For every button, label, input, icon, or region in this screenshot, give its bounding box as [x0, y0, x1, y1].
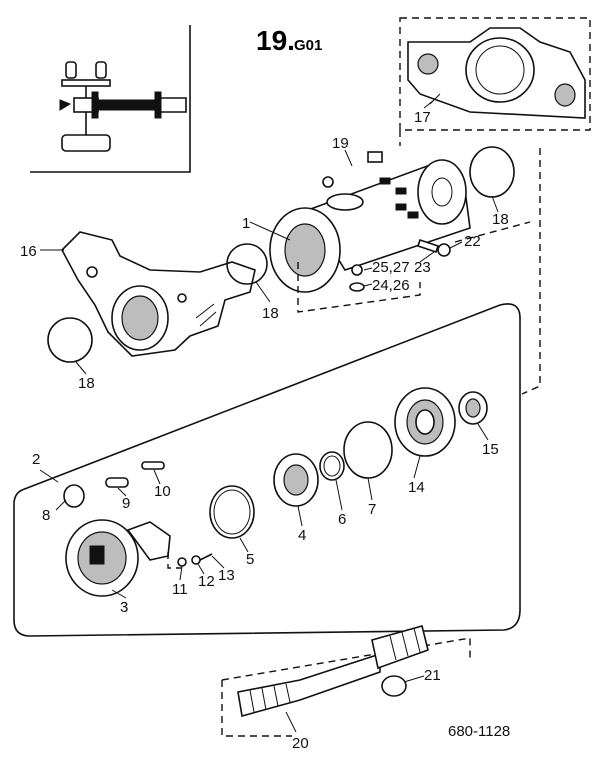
shaft-leader-dash-left: [221, 680, 292, 737]
part-5-ring: [209, 485, 255, 539]
reference-code: 680-1128: [448, 723, 510, 740]
callout-leaders: [39, 99, 499, 733]
page-title: 19. G01: [256, 25, 322, 56]
part-10-pin: [141, 461, 165, 470]
callout-19: 19: [332, 135, 349, 152]
callout-10: 10: [154, 483, 171, 500]
part-16-axle-bracket: [61, 231, 256, 357]
title-sub: G01: [294, 37, 322, 54]
o-ring-18-mid: [226, 243, 268, 285]
callout-8: 8: [42, 507, 50, 524]
callout-18-mid: 18: [262, 305, 279, 322]
hub-assembly-frame: [13, 303, 521, 637]
callout-4: 4: [298, 527, 306, 544]
o-ring-18-right: [469, 146, 515, 198]
part-17-cover-plate-group: [399, 17, 591, 131]
callout-5: 5: [246, 551, 254, 568]
housing-bolts-and-nuts: [322, 151, 451, 292]
callout-9: 9: [122, 495, 130, 512]
callout-20: 20: [292, 735, 309, 752]
callout-23: 23: [414, 259, 431, 276]
callout-18-right: 18: [492, 211, 509, 228]
callout-16: 16: [20, 243, 37, 260]
callout-18-left: 18: [78, 375, 95, 392]
part-14-bearing-cup: [394, 387, 456, 457]
part-1-axle-housing: [269, 159, 471, 293]
shaft-leader-dash-right: [221, 637, 471, 681]
assembly-leader-dash: [521, 148, 541, 395]
callout-7: 7: [368, 501, 376, 518]
callout-11: 11: [172, 581, 188, 598]
callout-21: 21: [424, 667, 441, 684]
part-4-bearing: [273, 453, 319, 507]
part-8-nut: [63, 484, 85, 508]
part-7-snap-ring: [343, 421, 393, 479]
part-15-seal: [458, 391, 488, 425]
callout-24-26: 24,26: [372, 277, 410, 294]
part-21-ring: [381, 675, 407, 697]
part-6-washer: [319, 451, 345, 481]
housing-leader-dash: [297, 262, 421, 313]
callout-14: 14: [408, 479, 425, 496]
part-9-pin: [105, 477, 129, 488]
bolt-leader-dash: [454, 221, 531, 243]
callout-25-27: 25,27: [372, 259, 410, 276]
part-20-drive-shaft: [237, 625, 429, 718]
callout-13: 13: [218, 567, 235, 584]
callout-15: 15: [482, 441, 499, 458]
vehicle-locator-inset: [30, 25, 191, 173]
callout-17: 17: [414, 109, 431, 126]
callout-labels: 1 2 3 4 5 6 7 8 9 10 11 12 13 14 15 16 1…: [20, 109, 509, 752]
callout-6: 6: [338, 511, 346, 528]
parts-11-13-screws: [167, 552, 213, 569]
part-3-planet-carrier: [65, 519, 171, 597]
callout-22: 22: [464, 233, 481, 250]
callout-3: 3: [120, 599, 128, 616]
callout-2: 2: [32, 451, 40, 468]
callout-12: 12: [198, 573, 215, 590]
title-main: 19.: [256, 25, 295, 56]
o-ring-18-left: [47, 317, 93, 363]
callout-1: 1: [242, 215, 250, 232]
